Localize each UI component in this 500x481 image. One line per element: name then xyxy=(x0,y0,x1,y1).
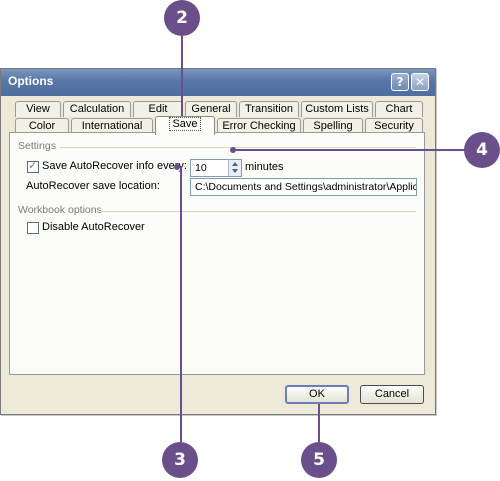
autorecover-label: Save AutoRecover info every: xyxy=(42,160,187,172)
spin-down-icon[interactable] xyxy=(232,169,238,173)
settings-section-label: Settings xyxy=(18,140,56,152)
callout-5: 5 xyxy=(301,442,337,478)
title-bar[interactable]: Options ? ✕ xyxy=(1,69,435,96)
spin-up-icon[interactable] xyxy=(232,162,238,166)
disable-autorecover-checkbox[interactable] xyxy=(27,222,39,234)
window-title: Options xyxy=(8,74,54,88)
tab-edit[interactable]: Edit xyxy=(133,101,183,117)
tab-spelling[interactable]: Spelling xyxy=(303,118,363,134)
workbook-divider xyxy=(100,211,416,212)
cancel-button[interactable]: Cancel xyxy=(360,385,424,404)
location-label: AutoRecover save location: xyxy=(26,180,160,192)
callout-3-line-v xyxy=(180,166,182,442)
tab-error-checking[interactable]: Error Checking xyxy=(217,118,301,134)
tab-transition[interactable]: Transition xyxy=(239,101,299,117)
minutes-stepper[interactable] xyxy=(228,160,241,176)
tab-chart[interactable]: Chart xyxy=(375,101,423,117)
autorecover-checkbox[interactable] xyxy=(27,159,39,173)
tab-custom-lists[interactable]: Custom Lists xyxy=(301,101,373,117)
callout-2-line xyxy=(181,36,183,116)
tab-color[interactable]: Color xyxy=(15,118,69,134)
minutes-label: minutes xyxy=(245,161,284,173)
ok-button[interactable]: OK xyxy=(285,385,349,404)
disable-autorecover-label: Disable AutoRecover xyxy=(42,221,145,233)
tab-row-back: View Calculation Edit General Transition… xyxy=(1,101,435,117)
location-input[interactable]: C:\Documents and Settings\administrator\… xyxy=(190,178,417,196)
callout-3-line-h xyxy=(177,166,181,168)
help-icon[interactable]: ? xyxy=(391,73,409,91)
tab-general[interactable]: General xyxy=(185,101,237,117)
callout-2: 2 xyxy=(164,0,200,36)
tab-international[interactable]: International xyxy=(71,118,153,134)
tab-save[interactable]: Save xyxy=(155,116,215,135)
tab-calculation[interactable]: Calculation xyxy=(63,101,131,117)
callout-4: 4 xyxy=(464,132,500,168)
tab-security[interactable]: Security xyxy=(365,118,423,134)
callout-4-line xyxy=(233,149,465,151)
tab-row-front: Color International Save Error Checking … xyxy=(1,116,435,135)
callout-5-line xyxy=(318,404,320,442)
settings-divider xyxy=(60,147,416,148)
close-icon[interactable]: ✕ xyxy=(411,73,429,91)
tab-view[interactable]: View xyxy=(15,101,61,117)
workbook-section-label: Workbook options xyxy=(18,204,102,216)
callout-3: 3 xyxy=(162,442,198,478)
